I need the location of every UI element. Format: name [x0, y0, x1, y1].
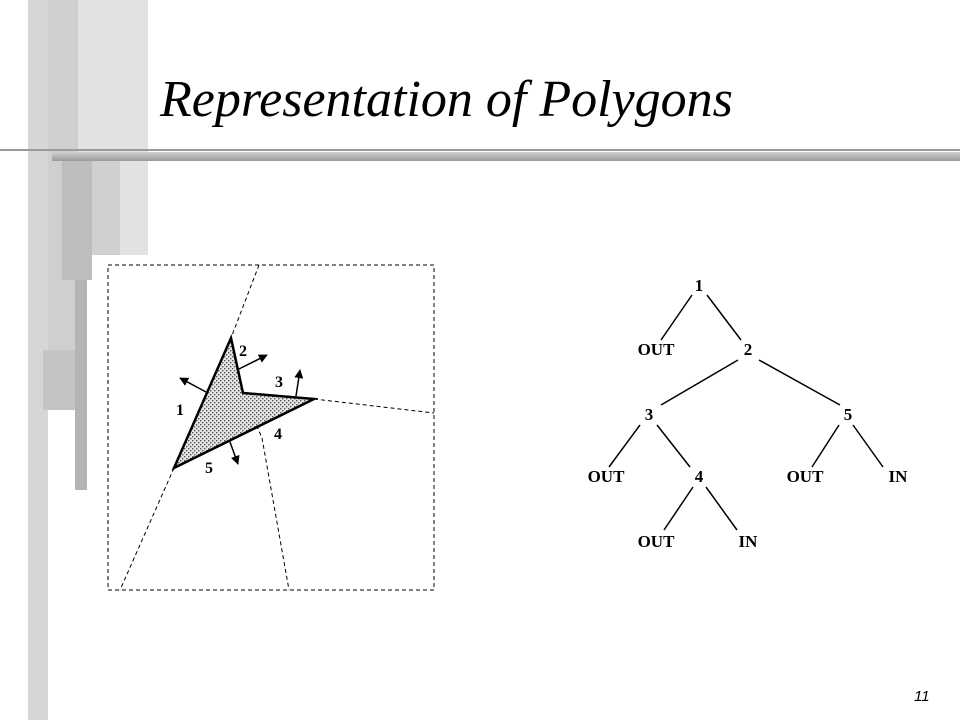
- split-line: [230, 264, 260, 339]
- title-rule-thick: [52, 152, 960, 161]
- normal-arrow: [294, 369, 304, 397]
- normal-arrow: [179, 377, 207, 393]
- polygon-figure: 1 2 3 4 5: [107, 264, 435, 591]
- edge-label-5: 5: [205, 460, 213, 477]
- decor-bar: [75, 280, 87, 490]
- tree-edge: [705, 486, 738, 531]
- decor-bar: [62, 160, 92, 280]
- tree-edge: [811, 424, 840, 468]
- tree-node-5: 5: [844, 405, 853, 424]
- tree-node-1: 1: [695, 276, 704, 295]
- tree-edge: [608, 424, 641, 468]
- edge-label-3: 3: [275, 374, 283, 391]
- split-line: [261, 437, 290, 591]
- tree-edge: [758, 359, 841, 406]
- title-rule: [0, 149, 960, 151]
- tree-node-3: 3: [645, 405, 654, 424]
- split-line: [119, 467, 175, 591]
- normal-arrow: [229, 441, 240, 465]
- tree-node-out: OUT: [638, 340, 676, 359]
- decor-bar: [43, 350, 75, 410]
- slide-title: Representation of Polygons: [160, 71, 733, 128]
- tree-node-out: OUT: [588, 467, 626, 486]
- decor-bar: [92, 160, 120, 255]
- tree-node-2: 2: [744, 340, 753, 359]
- tree-node-4: 4: [695, 467, 704, 486]
- bsp-tree: [608, 294, 884, 531]
- edge-label-4: 4: [274, 426, 282, 443]
- normal-arrow: [238, 354, 268, 370]
- tree-edge: [660, 294, 693, 341]
- decor-bar: [28, 0, 48, 720]
- tree-edge: [706, 294, 742, 341]
- tree-node-out: OUT: [787, 467, 825, 486]
- tree-edge: [660, 359, 739, 406]
- tree-node-in: IN: [739, 532, 759, 551]
- tree-node-in: IN: [889, 467, 909, 486]
- polygon-shape: [171, 333, 319, 471]
- tree-edge: [663, 486, 694, 531]
- tree-edge: [656, 424, 691, 468]
- edge-label-2: 2: [239, 343, 247, 360]
- edge-label-1: 1: [176, 402, 184, 419]
- split-line: [313, 398, 435, 414]
- page-number: 11: [914, 688, 930, 705]
- bsp-tree-labels: 1 OUT 2 3 5 OUT 4 OUT IN OUT IN: [588, 276, 909, 551]
- bounding-box: [107, 264, 435, 591]
- tree-edge: [852, 424, 884, 468]
- tree-node-out: OUT: [638, 532, 676, 551]
